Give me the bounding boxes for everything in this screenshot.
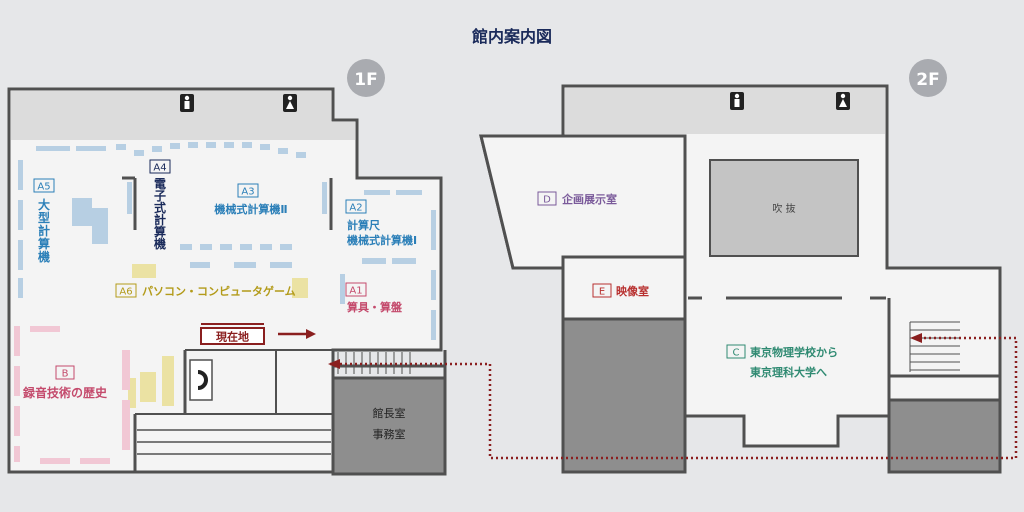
- exhibit-cases-yellow: [128, 264, 308, 408]
- room-a4-char: 計: [154, 212, 166, 227]
- room-d-code: D: [543, 195, 551, 206]
- room-a4-char: 機: [154, 236, 166, 251]
- female-restroom-icon: [836, 92, 850, 110]
- route-arrow-left-icon: [910, 333, 922, 343]
- room-c: C 東京物理学校から 東京理科大学へ: [726, 344, 838, 379]
- elevator: [189, 359, 213, 401]
- arrow-right-icon: [278, 329, 316, 339]
- restroom-area-1f: [11, 91, 355, 140]
- route-path: [328, 333, 1018, 460]
- gray-block-2f-right: [887, 398, 1002, 474]
- male-restroom-icon: [730, 92, 744, 110]
- room-a2-line2: 機械式計算機Ⅰ: [347, 233, 417, 247]
- room-d: D 企画展示室: [537, 191, 617, 206]
- room-c-line2: 東京理科大学へ: [750, 365, 827, 379]
- room-a6-name: パソコン・コンピュータゲーム: [142, 284, 296, 298]
- floor-badge-icon: 1F: [347, 59, 385, 97]
- void-label: 吹 抜: [772, 202, 795, 215]
- room-a1-code: A1: [349, 286, 362, 297]
- office-line1: 館長室: [373, 406, 406, 420]
- exhibit-cases-pink: [14, 326, 130, 464]
- room-a4-code: A4: [153, 163, 166, 174]
- floor-badge-icon: 2F: [909, 59, 947, 97]
- floor-1f-label: 1F: [354, 70, 377, 90]
- floor-2f: 2F 吹 抜: [479, 59, 1002, 474]
- room-a4-char: 子: [154, 189, 166, 203]
- male-restroom-icon: [180, 94, 194, 112]
- room-a4-char: 算: [154, 224, 166, 239]
- floor-1f-outline: [7, 87, 443, 474]
- room-e-code: E: [599, 287, 605, 298]
- room-a2-code: A2: [349, 203, 362, 214]
- stairs-icon: [337, 352, 411, 374]
- room-a4-char: 式: [154, 200, 166, 215]
- room-a3: A3 機械式計算機Ⅱ: [214, 183, 288, 216]
- room-a6-code: A6: [119, 287, 132, 298]
- room-a3-code: A3: [241, 187, 254, 198]
- room-a5-char: 大: [38, 197, 50, 212]
- partitions-2f: [683, 140, 1000, 400]
- room-c-code: C: [733, 348, 740, 359]
- room-b-name: 録音技術の歴史: [23, 385, 108, 400]
- current-location-label: 現在地: [216, 330, 249, 344]
- room-a5-code: A5: [37, 182, 50, 193]
- void-area: [709, 159, 859, 257]
- room-a5-char: 計: [38, 223, 50, 238]
- exhibit-cases-blue: [18, 142, 436, 340]
- room-c-line1: 東京物理学校から: [750, 345, 838, 359]
- room-b: B 録音技術の歴史: [23, 365, 108, 400]
- room-a1-name: 算具・算盤: [346, 300, 403, 314]
- restroom-area-2f: [565, 88, 885, 134]
- room-a5-char: 機: [38, 249, 50, 264]
- room-a6: A6 パソコン・コンピュータゲーム: [115, 283, 296, 298]
- floor-1f: 1F: [7, 59, 447, 476]
- room-d-name: 企画展示室: [561, 192, 617, 206]
- gray-block-2f-left: [561, 317, 687, 474]
- map-title: 館内案内図: [472, 27, 552, 46]
- room-a5: A5 大 型 計 算 機: [33, 178, 55, 264]
- current-location-marker: 現在地: [200, 323, 265, 345]
- room-a5-char: 算: [38, 236, 50, 251]
- elevator-icon: [197, 370, 208, 390]
- route-arrow-left-icon: [328, 359, 340, 369]
- room-e: E 映像室: [592, 283, 649, 298]
- room-a5-char: 型: [38, 210, 50, 225]
- room-a1: A1 算具・算盤: [345, 282, 403, 314]
- room-a4-char: 電: [154, 177, 166, 191]
- room-a3-name: 機械式計算機Ⅱ: [214, 202, 287, 216]
- room-a2-line1: 計算尺: [347, 218, 380, 232]
- female-restroom-icon: [283, 94, 297, 112]
- room-office: 館長室 事務室: [373, 406, 406, 441]
- entrance-steps: [137, 429, 331, 455]
- room-b-code: B: [62, 369, 69, 380]
- room-e-name: 映像室: [616, 284, 649, 298]
- floor-2f-label: 2F: [916, 70, 939, 90]
- room-a4: A4 電 子 式 計 算 機: [149, 159, 171, 251]
- room-a2: A2 計算尺 機械式計算機Ⅰ: [345, 199, 417, 247]
- office-block: [331, 376, 447, 476]
- office-line2: 事務室: [373, 427, 406, 441]
